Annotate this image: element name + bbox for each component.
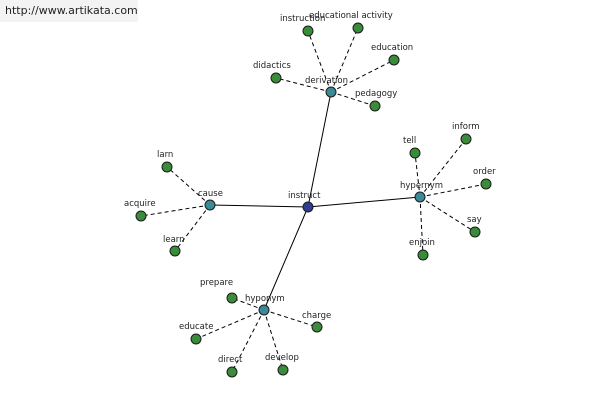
word-node-say[interactable] (469, 226, 481, 238)
word-label-enjoin: enjoin (409, 238, 435, 248)
edge-instruct-cause (209, 204, 309, 208)
relation-node-hyponym[interactable] (258, 304, 270, 316)
edge-hypernym-say (419, 196, 476, 233)
edge-derivation-educational-activity (330, 27, 359, 93)
word-node-pedagogy[interactable] (369, 100, 381, 112)
word-node-prepare[interactable] (226, 292, 238, 304)
word-node-instruction[interactable] (302, 25, 314, 37)
word-node-inform[interactable] (460, 133, 472, 145)
edge-cause-learn (174, 204, 211, 252)
edge-hypernym-inform (419, 138, 467, 198)
edge-cause-larn (166, 166, 211, 206)
word-label-educate: educate (179, 322, 213, 332)
word-label-educational-activity: educational activity (309, 11, 393, 21)
edge-instruct-hyponym (263, 206, 309, 311)
word-label-inform: inform (452, 122, 480, 132)
word-label-pedagogy: pedagogy (355, 89, 397, 99)
center-label-instruct: instruct (288, 191, 321, 201)
edge-hyponym-direct (231, 309, 265, 373)
word-node-enjoin[interactable] (417, 249, 429, 261)
word-node-tell[interactable] (409, 147, 421, 159)
word-node-didactics[interactable] (270, 72, 282, 84)
edge-derivation-pedagogy (330, 91, 376, 107)
edge-hypernym-tell (414, 152, 421, 198)
word-label-develop: develop (265, 353, 299, 363)
center-node-instruct[interactable] (302, 201, 314, 213)
word-label-larn: larn (157, 150, 173, 160)
edge-hyponym-develop (263, 309, 284, 371)
nodes-layer (135, 22, 492, 378)
word-label-acquire: acquire (124, 199, 156, 209)
relation-label-cause: cause (198, 189, 223, 199)
watermark-url: http://www.artikata.com (0, 0, 138, 22)
edge-cause-acquire (140, 204, 211, 217)
edge-instruct-hypernym (307, 196, 421, 208)
edge-hypernym-order (419, 183, 487, 198)
word-node-educate[interactable] (190, 333, 202, 345)
relation-label-derivation: derivation (305, 76, 348, 86)
relation-node-derivation[interactable] (325, 86, 337, 98)
word-node-learn[interactable] (169, 245, 181, 257)
word-node-education[interactable] (388, 54, 400, 66)
word-label-order: order (473, 167, 496, 177)
relation-label-hyponym: hyponym (245, 294, 285, 304)
word-label-instruction: instruction (280, 14, 325, 24)
edge-derivation-instruction (307, 30, 332, 93)
word-node-develop[interactable] (277, 364, 289, 376)
edge-derivation-didactics (275, 77, 332, 93)
word-label-direct: direct (218, 355, 243, 365)
word-label-say: say (467, 215, 482, 225)
edges-layer (140, 27, 487, 373)
word-label-charge: charge (302, 311, 331, 321)
edge-derivation-education (330, 59, 395, 93)
word-label-tell: tell (403, 136, 416, 146)
relation-node-cause[interactable] (204, 199, 216, 211)
word-label-learn: learn (163, 235, 185, 245)
word-node-direct[interactable] (226, 366, 238, 378)
edge-hyponym-charge (263, 309, 318, 328)
relation-label-hypernym: hypernym (400, 181, 443, 191)
word-node-acquire[interactable] (135, 210, 147, 222)
word-node-larn[interactable] (161, 161, 173, 173)
edge-hyponym-educate (195, 309, 265, 340)
edge-hypernym-enjoin (419, 196, 424, 256)
word-label-education: education (371, 43, 413, 53)
edge-hyponym-prepare (231, 297, 265, 311)
word-node-charge[interactable] (311, 321, 323, 333)
word-node-educational-activity[interactable] (352, 22, 364, 34)
relation-node-hypernym[interactable] (414, 191, 426, 203)
word-label-didactics: didactics (253, 61, 291, 71)
edge-instruct-derivation (307, 91, 332, 208)
word-node-order[interactable] (480, 178, 492, 190)
word-label-prepare: prepare (200, 278, 233, 288)
